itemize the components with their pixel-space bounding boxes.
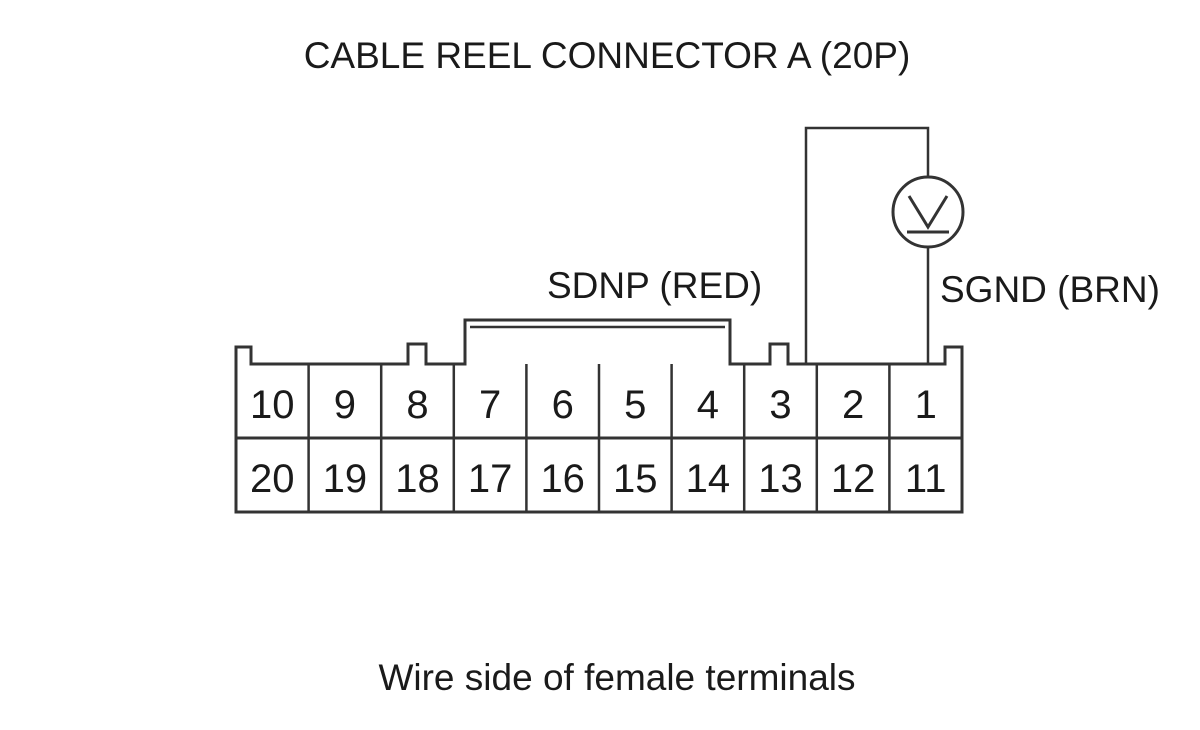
- terminal-number: 15: [613, 457, 658, 501]
- terminal-number: 1: [915, 383, 937, 427]
- connector-housing: [234, 318, 964, 514]
- diagram-caption: Wire side of female terminals: [378, 657, 855, 698]
- terminal-number: 19: [323, 457, 368, 501]
- terminal-number: 10: [250, 383, 295, 427]
- terminal-number: 5: [624, 383, 646, 427]
- terminal-number: 7: [479, 383, 501, 427]
- terminal-number: 8: [406, 383, 428, 427]
- terminal-number: 11: [905, 457, 947, 501]
- terminal-number: 12: [831, 457, 876, 501]
- terminal-number: 4: [697, 383, 719, 427]
- voltmeter-icon: [891, 175, 965, 249]
- terminal-number: 20: [250, 457, 295, 501]
- terminal-number: 6: [552, 383, 574, 427]
- diagram-title: CABLE REEL CONNECTOR A (20P): [304, 35, 911, 76]
- column-dividers: [307, 364, 891, 512]
- terminal-top-row: 10 9 8 7 6 5 4 3 2 1: [250, 383, 937, 427]
- terminal-number: 9: [334, 383, 356, 427]
- terminal-number: 18: [395, 457, 440, 501]
- terminal-number: 2: [842, 383, 864, 427]
- sgnd-wire-label: SGND (BRN): [940, 269, 1160, 310]
- terminal-number: 13: [758, 457, 803, 501]
- terminal-number: 17: [468, 457, 513, 501]
- terminal-number: 14: [686, 457, 731, 501]
- terminal-number: 3: [769, 383, 791, 427]
- terminal-number: 16: [540, 457, 585, 501]
- test-lead-terminal-3: [804, 126, 930, 364]
- sdnp-wire-label: SDNP (RED): [547, 265, 762, 306]
- terminal-bottom-row: 20 19 18 17 16 15 14 13 12 11: [250, 457, 946, 501]
